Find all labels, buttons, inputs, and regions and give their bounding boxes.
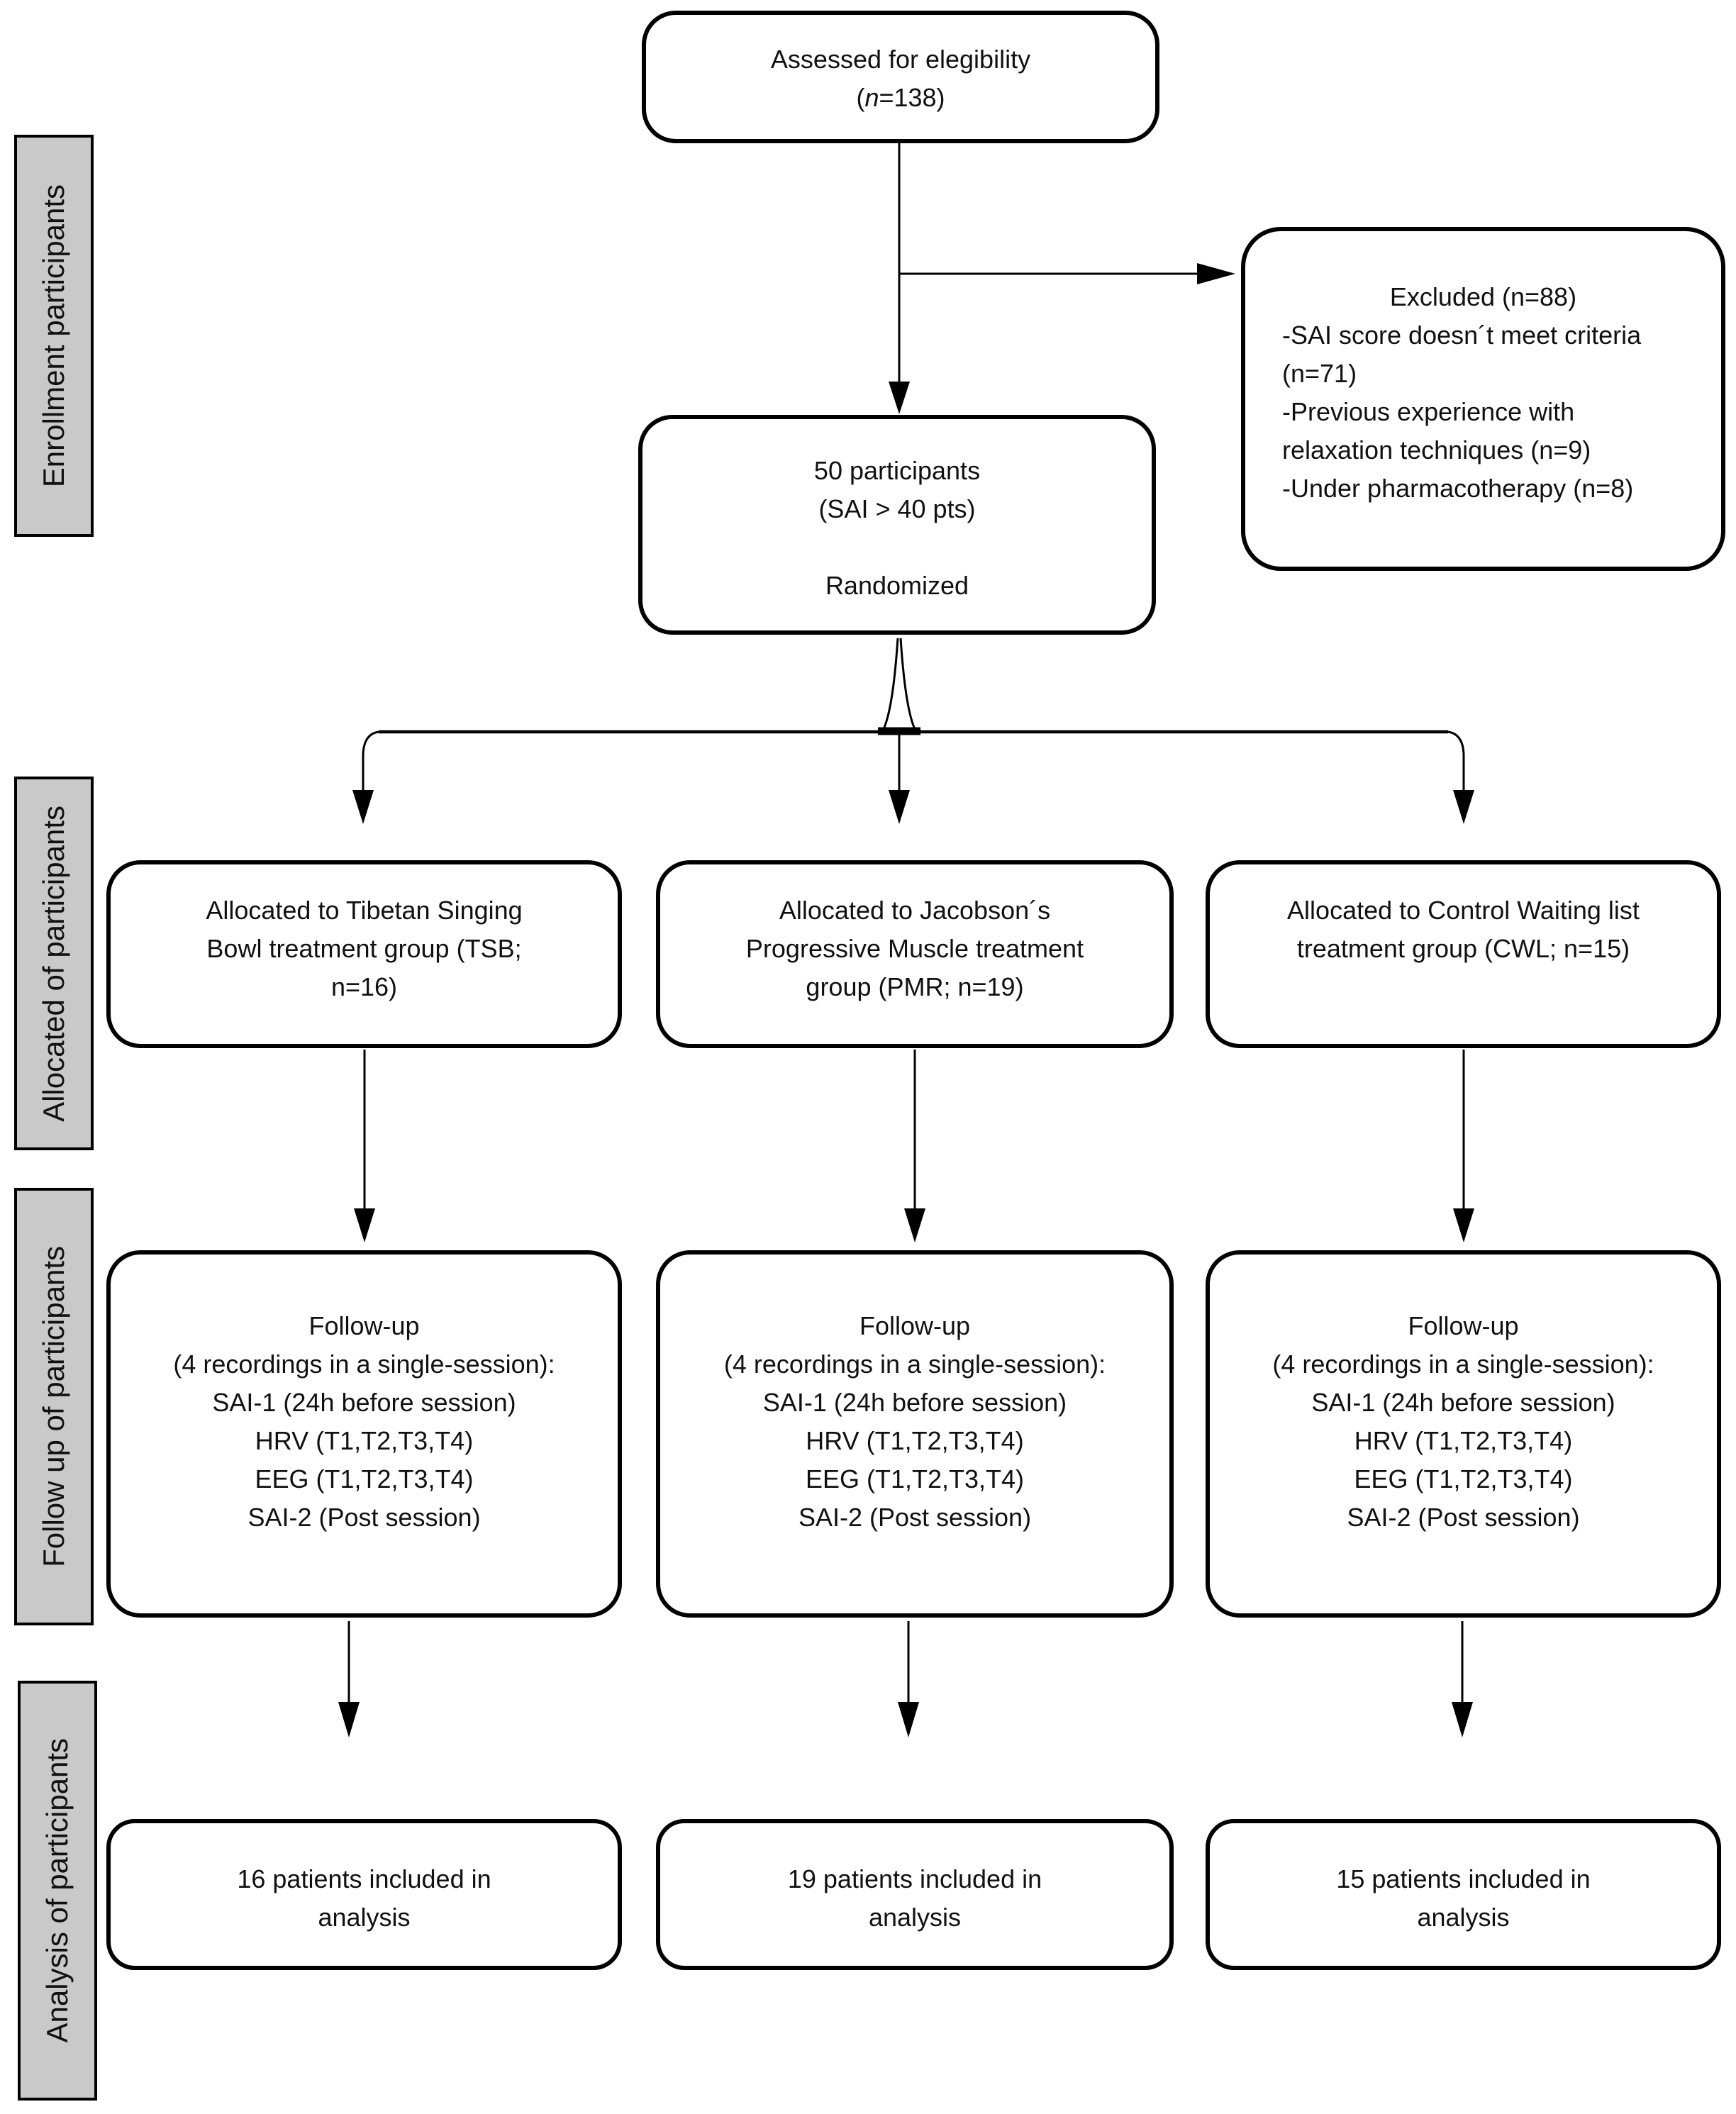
followup-line: SAI-2 (Post session) [247,1503,481,1532]
randomized-box: 50 participants (SAI > 40 pts) Randomize… [638,415,1156,635]
allocation-box-pmr: Allocated to Jacobson´s Progressive Musc… [656,860,1174,1048]
arrowhead-followup-to-analysis-cwl [1452,1702,1473,1737]
followup-box-tsb: Follow-up (4 recordings in a single-sess… [106,1250,622,1618]
followup-line: EEG (T1,T2,T3,T4) [1354,1464,1573,1493]
arrowhead-to-excluded [1197,263,1235,284]
followup-line: (4 recordings in a single-session): [1272,1350,1654,1379]
excluded-reason: -SAI score doesn´t meet criteria (n=71) [1282,321,1642,388]
randomization-spike-right [899,638,918,733]
arrowhead-followup-to-analysis-tsb [338,1702,360,1737]
followup-line: SAI-2 (Post session) [1347,1503,1580,1532]
arrowhead-assessed-to-randomized [889,382,910,414]
analysis-box-tsb-text: 16 patients included in analysis [237,1864,491,1932]
followup-line: SAI-1 (24h before session) [762,1388,1067,1417]
stage-label-enrollment-text: Enrollment participants [37,184,70,488]
randomized-line2: (SAI > 40 pts) [818,494,976,523]
excluded-reason: -Under pharmacotherapy (n=8) [1282,474,1634,503]
arrowhead-split-to-pmr [889,790,910,824]
arrowhead-split-to-tsb [352,790,374,824]
arrow-split-to-tsb-line [362,730,379,791]
stage-label-enrollment: Enrollment participants [14,135,94,537]
allocation-box-cwl-text: Allocated to Control Waiting list treatm… [1287,896,1640,963]
followup-line: EEG (T1,T2,T3,T4) [255,1464,474,1493]
analysis-box-cwl-text: 15 patients included in analysis [1336,1864,1591,1932]
followup-line: (4 recordings in a single-session): [723,1350,1106,1379]
assessed-box: Assessed for elegibility (n=138) [642,11,1159,143]
randomization-spike-left [881,638,899,733]
allocation-box-pmr-text: Allocated to Jacobson´s Progressive Musc… [745,896,1084,1001]
stage-label-analysis: Analysis of participants [18,1681,97,2101]
randomized-line1: 50 participants [813,456,981,485]
followup-line: SAI-1 (24h before session) [1311,1388,1615,1417]
followup-box-cwl: Follow-up (4 recordings in a single-sess… [1206,1250,1721,1618]
assessed-n-rest: =138) [879,83,945,112]
followup-line: EEG (T1,T2,T3,T4) [805,1464,1025,1493]
stage-label-analysis-text: Analysis of participants [40,1738,74,2043]
arrow-split-to-cwl-line [1447,730,1465,791]
followup-line: Follow-up [308,1311,420,1340]
analysis-box-tsb: 16 patients included in analysis [106,1819,622,1970]
analysis-box-cwl: 15 patients included in analysis [1206,1819,1721,1970]
analysis-box-pmr: 19 patients included in analysis [656,1819,1174,1970]
followup-line: Follow-up [859,1311,971,1340]
allocation-box-tsb: Allocated to Tibetan Singing Bowl treatm… [106,860,622,1048]
arrowhead-alloc-to-followup-tsb [354,1208,375,1242]
allocation-box-tsb-text: Allocated to Tibetan Singing Bowl treatm… [206,896,523,1001]
followup-line: Follow-up [1408,1311,1519,1340]
allocation-box-cwl: Allocated to Control Waiting list treatm… [1206,860,1721,1048]
followup-box-pmr: Follow-up (4 recordings in a single-sess… [656,1250,1174,1618]
followup-line: (4 recordings in a single-session): [173,1350,555,1379]
followup-line: HRV (T1,T2,T3,T4) [255,1426,474,1455]
stage-label-followup: Follow up of participants [14,1188,94,1625]
assessed-n: (n=138) [646,79,1155,117]
assessed-n-italic: n [864,83,879,112]
arrowhead-split-to-cwl [1453,790,1474,824]
stage-label-followup-text: Follow up of participants [37,1246,70,1567]
excluded-box: Excluded (n=88) -SAI score doesn´t meet … [1241,227,1725,571]
followup-line: HRV (T1,T2,T3,T4) [1354,1426,1573,1455]
randomized-line3: Randomized [825,571,969,600]
excluded-reason: -Previous experience with relaxation tec… [1282,397,1591,464]
followup-line: SAI-1 (24h before session) [212,1388,516,1417]
followup-line: SAI-2 (Post session) [798,1503,1032,1532]
analysis-box-pmr-text: 19 patients included in analysis [787,1864,1042,1932]
stage-label-allocated: Allocated of participants [14,777,94,1150]
assessed-n-open: ( [856,83,865,112]
arrowhead-followup-to-analysis-pmr [898,1702,919,1737]
arrowhead-alloc-to-followup-cwl [1453,1208,1474,1242]
followup-line: HRV (T1,T2,T3,T4) [806,1426,1024,1455]
assessed-title: Assessed for elegibility [770,45,1031,74]
arrowhead-alloc-to-followup-pmr [904,1208,925,1242]
excluded-title: Excluded (n=88) [1389,282,1577,311]
stage-label-allocated-text: Allocated of participants [37,805,70,1122]
